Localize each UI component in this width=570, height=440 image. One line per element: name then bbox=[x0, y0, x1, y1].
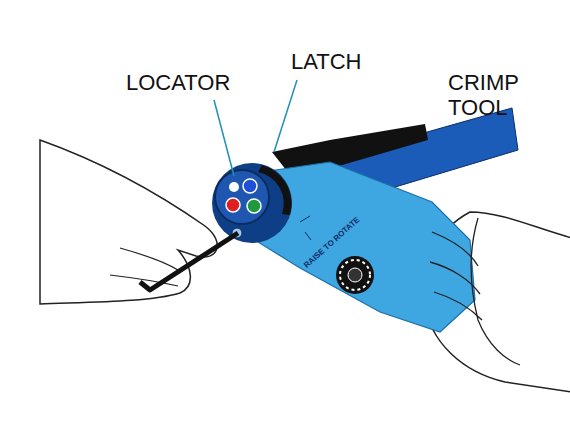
tool-head bbox=[212, 163, 292, 243]
part-label: LOCATOR bbox=[126, 70, 266, 95]
locator-hole-blue bbox=[243, 179, 257, 193]
leader-line bbox=[274, 80, 297, 152]
dial-hub bbox=[348, 268, 362, 282]
right-palm bbox=[471, 218, 520, 365]
left-hand bbox=[40, 140, 217, 304]
rotate-dial bbox=[336, 256, 374, 294]
part-label: LATCH bbox=[291, 49, 391, 74]
tool-frame bbox=[258, 162, 475, 332]
dial-marks bbox=[300, 216, 311, 240]
hex-key bbox=[140, 233, 238, 290]
locator-hole-white bbox=[229, 182, 239, 192]
part-label: CRIMP TOOL bbox=[448, 70, 538, 121]
leader-line bbox=[214, 100, 234, 176]
right-fingers bbox=[430, 232, 482, 320]
locator bbox=[215, 170, 269, 224]
locator-hole-red bbox=[226, 198, 240, 212]
locator-hole-green bbox=[247, 199, 261, 213]
dial-knurl bbox=[340, 260, 370, 290]
